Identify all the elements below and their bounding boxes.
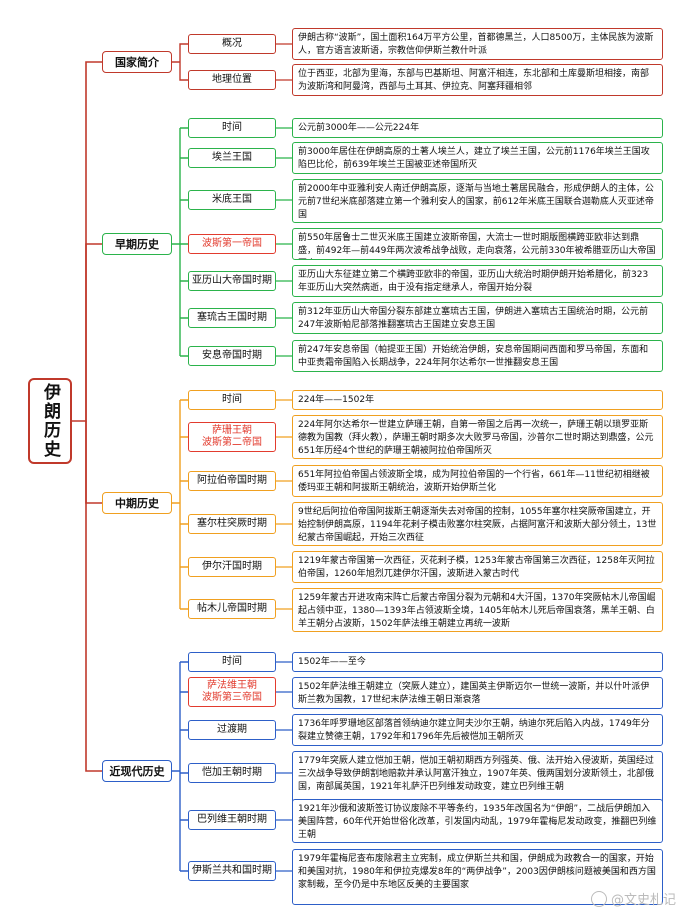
node-geography: 地理位置 (188, 70, 276, 90)
section-modern-history: 近现代历史 (102, 760, 172, 782)
watermark: @文史札记 (590, 889, 676, 908)
watermark-text: @文史札记 (610, 893, 676, 908)
section-early-history: 早期历史 (102, 233, 172, 255)
desc-seleucid: 前312年亚历山大帝国分裂东部建立塞琉古王国，伊朗进入塞琉古王国统治时期，公元前… (292, 302, 663, 334)
desc-safavid: 1502年萨法维王朝建立（突厥人建立），建国英主伊斯迈尔一世统一波斯，并以什叶派… (292, 677, 663, 709)
desc-middle-time: 224年——1502年 (292, 390, 663, 410)
node-early-time: 时间 (188, 118, 276, 138)
node-modern-time: 时间 (188, 652, 276, 672)
node-timurid: 帖木儿帝国时期 (188, 599, 276, 619)
node-median: 米底王国 (188, 190, 276, 210)
node-seljuk: 塞尔柱突厥时期 (188, 514, 276, 534)
node-pahlavi: 巴列维王朝时期 (188, 810, 276, 830)
desc-seljuk: 9世纪后阿拉伯帝国阿拔斯王朝逐渐失去对帝国的控制，1055年塞尔柱突厥帝国建立，… (292, 502, 663, 546)
node-parthian: 安息帝国时期 (188, 346, 276, 366)
desc-sasanian: 224年阿尔达希尔一世建立萨珊王朝，自第一帝国之后再一次统一，萨珊王朝以琐罗亚斯… (292, 415, 663, 459)
desc-overview: 伊朗古称“波斯”，国土面积164万平方公里，首都德黑兰，人口8500万，主体民族… (292, 28, 663, 60)
node-transition: 过渡期 (188, 720, 276, 740)
section-country-intro: 国家简介 (102, 51, 172, 73)
node-qajar: 恺加王朝时期 (188, 763, 276, 783)
node-middle-time: 时间 (188, 390, 276, 410)
desc-arab: 651年阿拉伯帝国占领波斯全境，成为阿拉伯帝国的一个行省，661年—11世纪初相… (292, 465, 663, 497)
desc-qajar: 1779年突厥人建立恺加王朝，恺加王朝初期西方列强英、俄、法开始入侵波斯，英国经… (292, 751, 663, 807)
node-sasanian: 萨珊王朝 波斯第二帝国 (188, 422, 276, 452)
desc-timurid: 1259年蒙古开进攻南宋阵亡后蒙古帝国分裂为元朝和4大汗国，1370年突厥帖木儿… (292, 588, 663, 632)
desc-transition: 1736年呼罗珊地区部落首领纳迪尔建立阿夫沙尔王朝，纳迪尔死后陷入内战，1749… (292, 714, 663, 746)
desc-early-time: 公元前3000年——公元224年 (292, 118, 663, 138)
node-elam: 埃兰王国 (188, 148, 276, 168)
weibo-icon (590, 890, 607, 907)
node-arab: 阿拉伯帝国时期 (188, 471, 276, 491)
root-node: 伊朗历史 (28, 378, 72, 464)
node-islamic-republic: 伊斯兰共和国时期 (188, 861, 276, 881)
node-overview: 概况 (188, 34, 276, 54)
section-middle-history: 中期历史 (102, 492, 172, 514)
desc-pahlavi: 1921年沙俄和波斯签订协议废除不平等条约，1935年改国名为“伊朗”，二战后伊… (292, 799, 663, 843)
desc-modern-time: 1502年——至今 (292, 652, 663, 672)
desc-ilkhanate: 1219年蒙古帝国第一次西征，灭花剌子模，1253年蒙古帝国第三次西征，1258… (292, 551, 663, 583)
node-seleucid: 塞琉古王国时期 (188, 308, 276, 328)
node-ilkhanate: 伊尔汗国时期 (188, 557, 276, 577)
desc-parthian: 前247年安息帝国（帕提亚王国）开始统治伊朗，安息帝国期间西面和罗马帝国，东面和… (292, 340, 663, 372)
node-first-persian-empire: 波斯第一帝国 (188, 234, 276, 254)
desc-first-persian-empire: 前550年居鲁士二世灭米底王国建立波斯帝国，大流士一世时期版图横跨亚欧非达到鼎盛… (292, 228, 663, 260)
desc-geography: 位于西亚，北部为里海，东部与巴基斯坦、阿富汗相连，东北部和土库曼斯坦相接，南部为… (292, 64, 663, 96)
node-safavid: 萨法维王朝 波斯第三帝国 (188, 677, 276, 707)
desc-elam: 前3000年居住在伊朗高原的土著人埃兰人，建立了埃兰王国，公元前1176年埃兰王… (292, 142, 663, 174)
desc-median: 前2000年中亚雅利安人南迁伊朗高原，逐渐与当地土著居民融合，形成伊朗人的主体，… (292, 179, 663, 223)
node-alexander: 亚历山大帝国时期 (188, 271, 276, 291)
desc-alexander: 亚历山大东征建立第二个横跨亚欧非的帝国，亚历山大统治时期伊朗开始希腊化，前323… (292, 265, 663, 297)
